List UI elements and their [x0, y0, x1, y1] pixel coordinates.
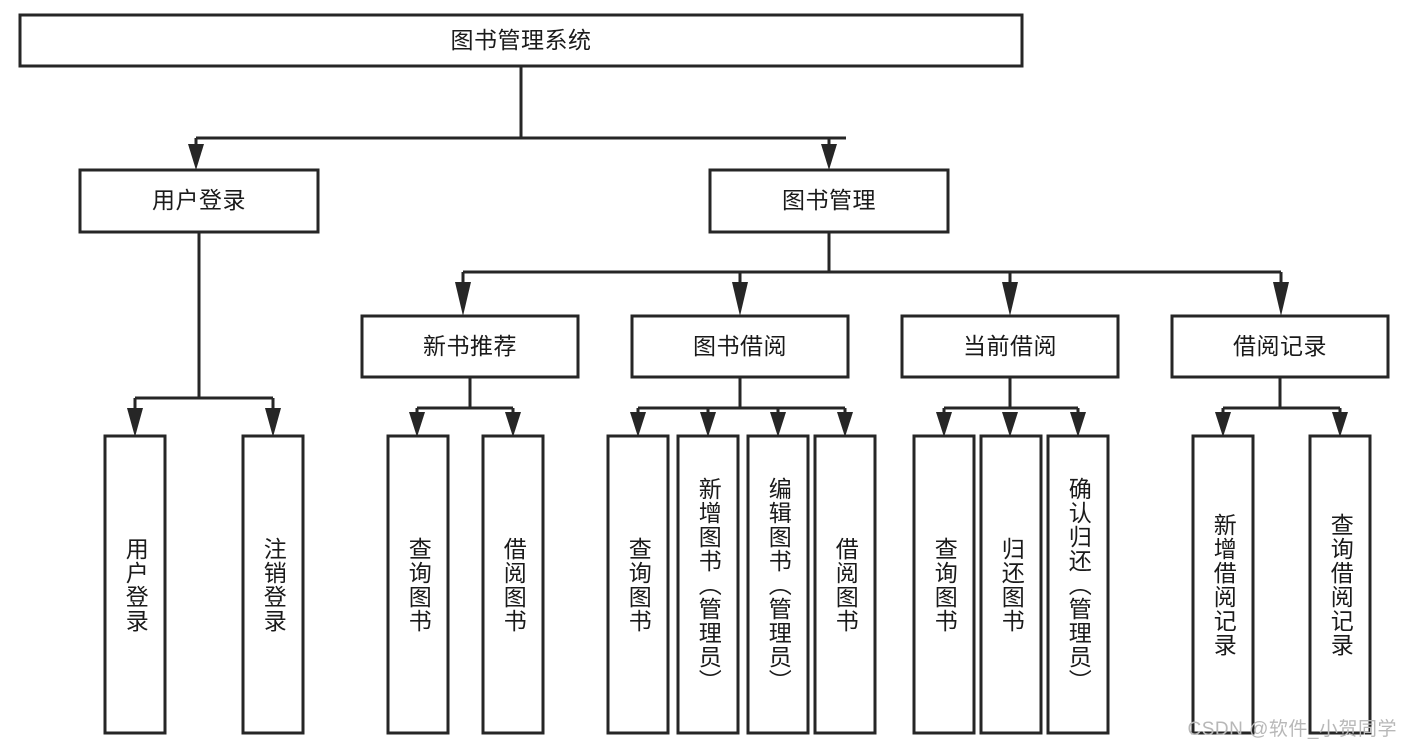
leaf-box-current-borrow-1[interactable] — [979, 434, 1043, 735]
node-label-user-login: 用户登录 — [152, 187, 246, 214]
node-box-book-borrow[interactable] — [630, 314, 850, 379]
connector-borrowrecord-to-leaves — [1215, 377, 1348, 437]
leaf-label-book-borrow-2: 编辑图书（管理员） — [765, 476, 792, 693]
node-label-root: 图书管理系统 — [450, 26, 592, 53]
leaf-box-new-book-0[interactable] — [386, 434, 450, 735]
node-box-borrow-record[interactable] — [1170, 314, 1390, 379]
connector-bookborrow-to-leaves — [630, 377, 853, 437]
leaf-label-current-borrow-2: 确认归还（管理员） — [1065, 476, 1092, 693]
node-label-current-borrow: 当前借阅 — [963, 332, 1057, 359]
leaf-label-current-borrow-0: 查询图书 — [931, 536, 958, 633]
connector-userlogin-to-leaves — [127, 232, 281, 437]
node-label-book-management: 图书管理 — [782, 187, 876, 214]
leaf-label-book-borrow-1: 新增图书（管理员） — [695, 476, 722, 693]
leaf-box-book-borrow-1[interactable] — [676, 434, 740, 735]
leaf-label-new-book-1: 借阅图书 — [500, 536, 527, 633]
leaf-box-current-borrow-0[interactable] — [912, 434, 976, 735]
node-label-book-borrow: 图书借阅 — [693, 332, 787, 359]
connector-root-to-level2 — [188, 66, 846, 170]
leaf-label-borrow-record-0: 新增借阅记录 — [1210, 512, 1237, 657]
leaf-box-book-borrow-2[interactable] — [746, 434, 810, 735]
leaf-box-book-borrow-0[interactable] — [606, 434, 670, 735]
node-box-current-borrow[interactable] — [900, 314, 1120, 379]
connector-bookmgmt-to-level3 — [455, 232, 1289, 316]
leaf-box-book-borrow-3[interactable] — [813, 434, 877, 735]
leaf-label-user-login-0: 用户登录 — [122, 536, 149, 633]
connector-newbook-to-leaves — [409, 377, 521, 437]
node-box-root[interactable] — [18, 13, 1024, 68]
node-box-user-login[interactable] — [78, 168, 320, 234]
leaf-label-current-borrow-1: 归还图书 — [998, 536, 1025, 633]
node-box-book-management[interactable] — [708, 168, 950, 234]
connector-currentborrow-to-leaves — [936, 377, 1086, 437]
watermark-text: CSDN @软件_小贺同学 — [1187, 719, 1397, 740]
leaf-label-book-borrow-3: 借阅图书 — [832, 536, 859, 633]
node-label-borrow-record: 借阅记录 — [1233, 332, 1327, 359]
node-box-new-book-recommend[interactable] — [360, 314, 580, 379]
leaf-box-current-borrow-2[interactable] — [1046, 434, 1110, 735]
leaf-label-borrow-record-1: 查询借阅记录 — [1327, 512, 1354, 657]
leaf-box-new-book-1[interactable] — [481, 434, 545, 735]
leaf-box-borrow-record-1[interactable] — [1308, 434, 1372, 735]
leaf-label-user-login-1: 注销登录 — [260, 536, 287, 633]
leaf-box-user-login-1[interactable] — [241, 434, 305, 735]
node-label-new-book-recommend: 新书推荐 — [423, 332, 517, 359]
leaf-box-borrow-record-0[interactable] — [1191, 434, 1255, 735]
leaf-box-user-login-0[interactable] — [103, 434, 167, 735]
leaf-label-book-borrow-0: 查询图书 — [625, 536, 652, 633]
leaf-label-new-book-0: 查询图书 — [405, 536, 432, 633]
